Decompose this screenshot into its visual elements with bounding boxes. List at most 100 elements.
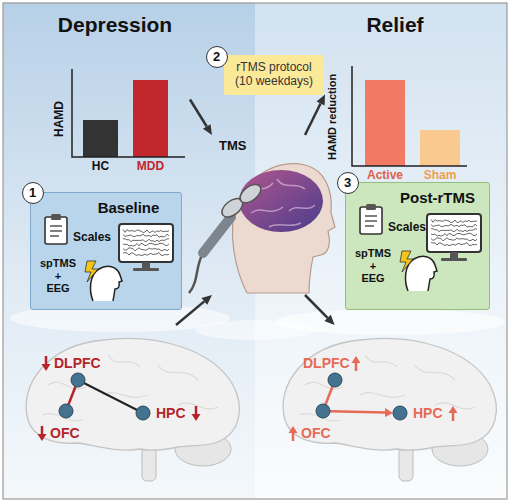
- eeg-trace: [123, 234, 169, 237]
- region-dot: [393, 406, 407, 420]
- eeg-trace: [123, 229, 169, 232]
- gyri: [43, 355, 218, 421]
- step-number: 1: [23, 183, 42, 202]
- coil-cable: [189, 253, 203, 293]
- region-label: HPC: [156, 405, 186, 421]
- post-rtms-box: Post-rTMSScalesspTMS + EEG3: [345, 182, 490, 310]
- eeg-trace: [123, 253, 169, 256]
- increase-arrow: [352, 356, 361, 371]
- step-circle: 1: [22, 182, 44, 204]
- region-label: DLPFC: [54, 355, 101, 371]
- tms-head: TMS: [185, 135, 335, 295]
- path-shape: [50, 226, 62, 236]
- rect-shape: [133, 268, 159, 271]
- panel-heading: Depression: [40, 13, 190, 37]
- cloud: [195, 320, 315, 340]
- line-shape: [45, 356, 48, 365]
- eeg-trace: [431, 219, 477, 222]
- eeg-trace: [431, 238, 477, 241]
- rect-shape: [119, 224, 173, 262]
- hamd-bar-chart: HAMDHCMDD: [50, 65, 190, 180]
- arrow-line: [305, 103, 321, 135]
- rect-shape: [366, 204, 376, 210]
- box-heading: Baseline: [81, 199, 176, 216]
- device-label: TMS: [219, 139, 259, 154]
- region-dot: [71, 373, 85, 387]
- clipboard-icon: [360, 204, 382, 234]
- region-dot: [136, 406, 150, 420]
- rect-shape: [427, 214, 481, 252]
- box-heading: Post-rTMS: [390, 189, 485, 206]
- protocol-box: rTMS protocol (10 weekdays): [224, 55, 324, 95]
- eeg-trace: [431, 233, 477, 236]
- rect-shape: [441, 258, 467, 261]
- line-shape: [195, 406, 198, 415]
- flow-arrow: [176, 295, 212, 325]
- monitor-icon: [427, 214, 481, 261]
- cerebrum: [26, 338, 239, 450]
- region-label: OFC: [50, 425, 80, 441]
- line-shape: [78, 380, 143, 413]
- line-shape: [452, 412, 455, 421]
- tms-head-illustration: [185, 135, 335, 295]
- polygon-shape: [85, 261, 98, 282]
- region-label: OFC: [301, 425, 331, 441]
- axis-title: HAMD: [53, 87, 67, 151]
- rect-shape: [51, 214, 61, 220]
- polygon-shape: [42, 364, 51, 371]
- path-shape: [365, 216, 377, 226]
- bar: [365, 80, 405, 166]
- box-item: Scales: [388, 221, 438, 235]
- ellipse-shape: [237, 181, 265, 207]
- arrow-head: [324, 315, 334, 325]
- polygon-shape: [192, 414, 201, 421]
- decrease-arrow: [42, 356, 51, 371]
- region-dot: [316, 404, 330, 418]
- cerebrum: [283, 338, 496, 450]
- axis-title: HAMD reduction: [326, 76, 339, 160]
- arrow-head: [201, 295, 212, 305]
- bar-label: MDD: [126, 160, 175, 174]
- brain-illustration: [8, 325, 248, 490]
- box-item: Scales: [73, 231, 123, 245]
- line-shape: [330, 411, 386, 412]
- decrease-arrow: [38, 426, 47, 441]
- decrease-arrow: [192, 406, 201, 421]
- coil-head: [219, 181, 265, 221]
- step-circle: 3: [337, 172, 359, 194]
- arrow-line: [176, 301, 204, 325]
- increase-arrow: [289, 426, 298, 441]
- polygon-shape: [400, 251, 413, 272]
- stimulated-head-icon: [400, 251, 437, 291]
- region-label: DLPFC: [303, 355, 350, 371]
- box-item: spTMS + EEG: [350, 247, 396, 285]
- monitor-icon: [119, 224, 173, 271]
- step-number: 3: [338, 173, 357, 192]
- rect-shape: [360, 207, 382, 234]
- step-number: 2: [207, 47, 226, 66]
- flow-arrow: [305, 95, 325, 136]
- arrow-line: [190, 100, 207, 127]
- polygon-shape: [385, 408, 393, 417]
- bar-chart-graphic: [50, 65, 190, 180]
- polygon-shape: [38, 434, 47, 441]
- eeg-trace: [431, 224, 477, 227]
- arrow-line: [305, 295, 328, 318]
- arrow-head: [203, 124, 212, 135]
- reduction-bar-chart: HAMD reductionActiveSham: [325, 62, 470, 187]
- arrow-head: [317, 95, 325, 106]
- eeg-trace: [431, 229, 477, 232]
- head: [232, 164, 335, 293]
- clipboard-icon: [45, 214, 67, 244]
- flow-arrow: [305, 295, 335, 325]
- region-label: HPC: [413, 405, 443, 421]
- rect-shape: [450, 252, 458, 258]
- box-item: spTMS + EEG: [35, 257, 81, 295]
- rect-shape: [45, 217, 67, 244]
- step-circle: 2: [206, 46, 228, 68]
- outer-border: [3, 3, 507, 499]
- region-dot: [59, 404, 73, 418]
- flow-arrow: [190, 100, 212, 136]
